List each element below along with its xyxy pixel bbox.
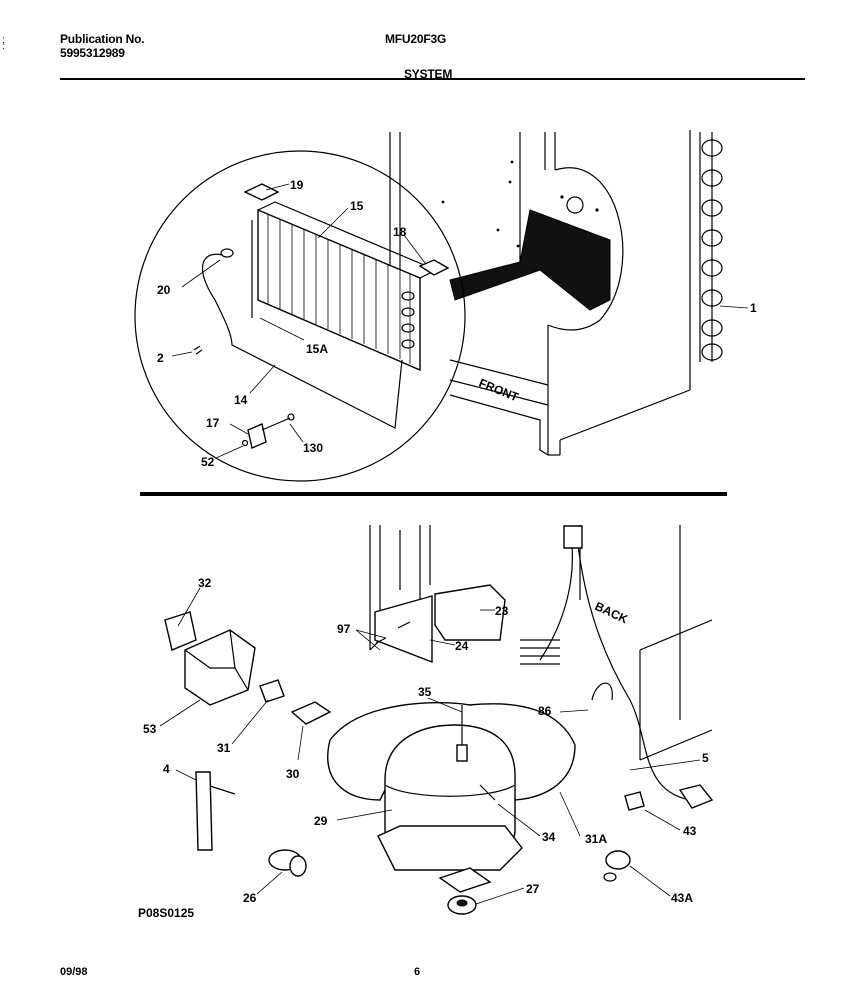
wire-connector — [563, 525, 583, 549]
section-title: SYSTEM — [404, 67, 453, 81]
plug — [678, 784, 714, 809]
part-24-bracket — [374, 595, 433, 664]
bottom-diagram: 32 97 23 24 BACK 53 31 35 86 30 4 5 29 3… — [143, 525, 714, 915]
harness-wires — [520, 639, 560, 665]
callout-23: 23 — [495, 604, 509, 618]
condenser-coil — [699, 132, 723, 362]
part-97-screws — [375, 637, 387, 644]
part-43a-clamp — [605, 850, 631, 870]
callout-32: 32 — [198, 576, 212, 590]
top-leader-lines — [171, 183, 749, 459]
callout-5: 5 — [702, 751, 709, 765]
publication-label: Publication No. — [60, 32, 145, 46]
part-31-overload — [259, 679, 285, 703]
section-divider — [140, 492, 727, 496]
part-130-screw — [261, 417, 291, 431]
callout-14: 14 — [234, 393, 248, 407]
callout-29: 29 — [314, 814, 328, 828]
part-19-pad — [243, 183, 280, 201]
part-17-bracket — [247, 423, 267, 449]
front-label: FRONT — [477, 376, 521, 405]
part-2-clip — [193, 345, 203, 355]
callout-27: 27 — [526, 882, 540, 896]
callout-86: 86 — [538, 704, 552, 718]
callout-2: 2 — [157, 351, 164, 365]
callout-18: 18 — [393, 225, 407, 239]
edge-marks: :: — [2, 35, 5, 52]
part-52-nut — [241, 439, 249, 447]
callout-4: 4 — [163, 762, 170, 776]
part-18-pad — [418, 259, 450, 276]
callout-24: 24 — [455, 639, 469, 653]
detail-magnifier-circle — [134, 150, 466, 482]
callout-26: 26 — [243, 891, 257, 905]
bottom-leader-lines — [159, 587, 701, 905]
callout-1: 1 — [750, 301, 757, 315]
publication-number: 5995312989 — [60, 46, 125, 60]
mount-foot — [438, 867, 492, 893]
part-34-tube — [479, 784, 496, 801]
part-43-clip — [624, 791, 645, 811]
callout-15a: 15A — [306, 342, 328, 356]
evaporator — [251, 201, 438, 372]
callout-53: 53 — [143, 722, 157, 736]
part-14-tubing — [201, 253, 403, 429]
figure-code: P08S0125 — [138, 906, 195, 920]
callout-31: 31 — [217, 741, 231, 755]
part-4-drier — [195, 771, 213, 851]
page-number: 6 — [414, 966, 421, 978]
model-number: MFU20F3G — [385, 32, 447, 46]
callout-130: 130 — [303, 441, 323, 455]
part-86-tube — [591, 682, 613, 701]
process-stub — [456, 744, 468, 762]
part-29-compressor — [377, 705, 523, 893]
footer-date: 09/98 — [60, 966, 88, 978]
callout-31a: 31A — [585, 832, 607, 846]
callout-19: 19 — [290, 178, 304, 192]
part-32-cover-clip — [164, 611, 197, 651]
header-rule — [60, 78, 805, 80]
callout-17: 17 — [206, 416, 220, 430]
callout-20: 20 — [157, 283, 171, 297]
cabinet-illustration — [389, 130, 691, 456]
top-diagram: 19 15 18 20 15A 2 14 17 130 52 1 FRONT — [134, 130, 757, 482]
callout-52: 52 — [201, 455, 215, 469]
callout-30: 30 — [286, 767, 300, 781]
part-30-relay — [290, 701, 332, 725]
callout-35: 35 — [418, 685, 432, 699]
callout-34: 34 — [542, 830, 556, 844]
callout-15: 15 — [350, 199, 364, 213]
part-5-power-cord — [539, 544, 691, 801]
part-23-control — [434, 584, 506, 641]
back-label: BACK — [593, 599, 631, 626]
part-20-thermostat-bulb — [220, 248, 234, 258]
callout-43a: 43A — [671, 891, 693, 905]
callout-97: 97 — [337, 622, 351, 636]
callout-43: 43 — [683, 824, 697, 838]
